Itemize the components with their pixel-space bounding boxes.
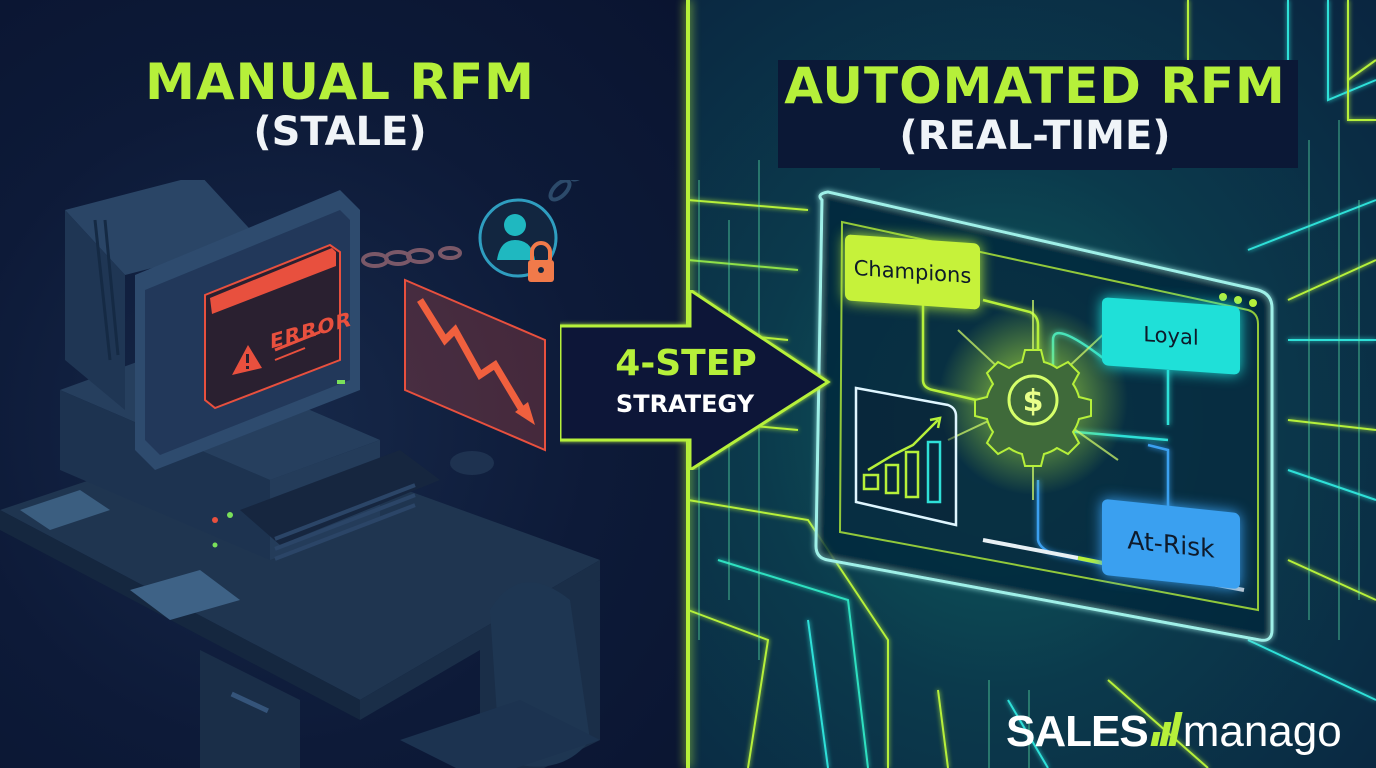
logo-bars-icon	[1150, 712, 1183, 746]
manual-rfm-title: MANUAL RFM	[145, 53, 535, 111]
strategy-label: STRATEGY	[615, 390, 755, 418]
segment-at-risk: At-Risk	[1102, 498, 1240, 590]
logo-text-sales: SALES	[1006, 707, 1149, 756]
outdated-computer-desk-illustration	[0, 138, 640, 768]
automated-subheading-backdrop	[880, 118, 1172, 170]
four-step-label: 4-STEP	[615, 343, 757, 384]
arrow-right-icon	[558, 287, 840, 473]
svg-text:$: $	[1023, 384, 1044, 419]
manual-rfm-heading: MANUAL RFM (STALE)	[130, 56, 550, 155]
segment-champions: Champions	[845, 234, 980, 310]
automated-rfm-heading: AUTOMATED RFM (REAL-TIME)	[780, 60, 1290, 159]
segment-loyal: Loyal	[1102, 297, 1240, 375]
automated-rfm-title: AUTOMATED RFM	[784, 57, 1286, 115]
salesmanago-logo: SALES manago	[1006, 700, 1342, 764]
automated-rfm-subtitle: (REAL-TIME)	[899, 112, 1171, 159]
manual-rfm-subtitle: (STALE)	[253, 108, 427, 155]
logo-text-manago: manago	[1182, 707, 1342, 756]
